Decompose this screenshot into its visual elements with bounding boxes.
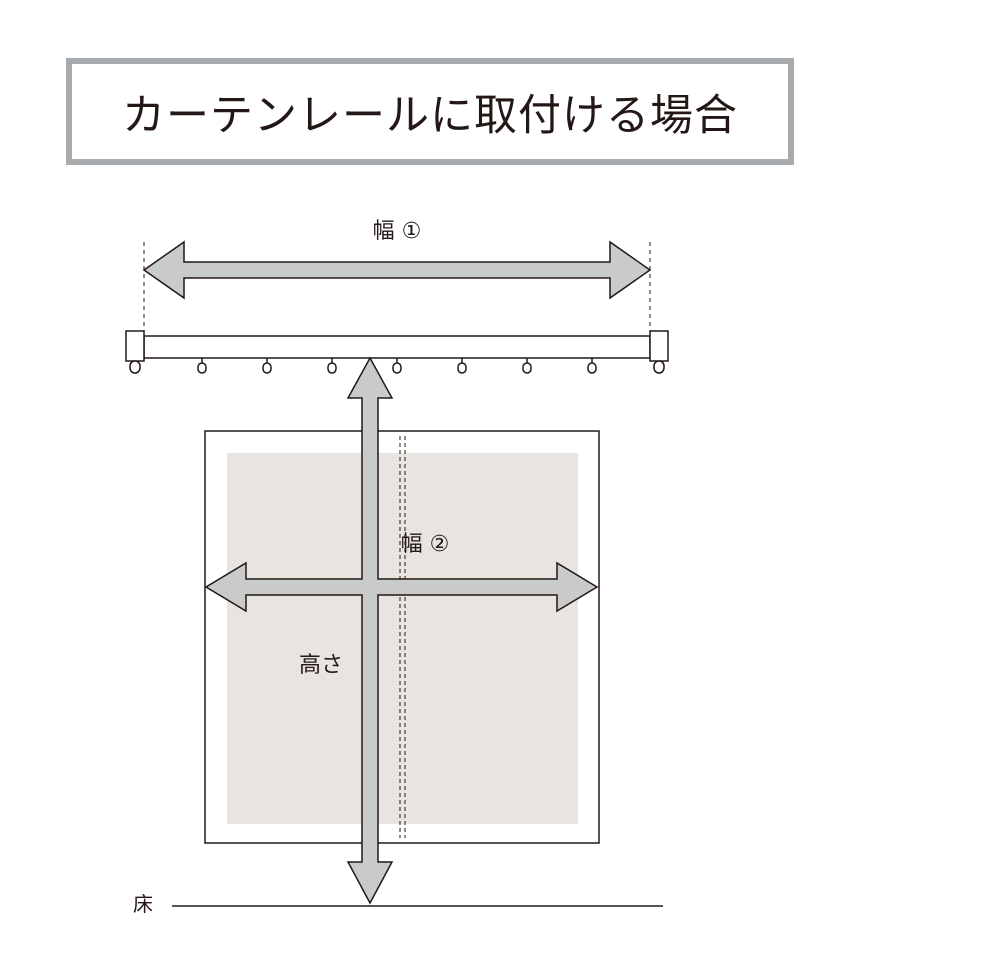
height-label: 高さ	[299, 653, 343, 678]
rail-end-cap-left	[125, 330, 145, 362]
rail-runners	[197, 358, 597, 374]
title-box: カーテンレールに取付ける場合	[66, 58, 794, 165]
rail-end-cap-right	[649, 330, 669, 362]
window-glass	[227, 453, 578, 824]
floor-label: 床	[133, 892, 153, 916]
curtain-rail	[125, 330, 669, 374]
rail-end-runner-right	[653, 360, 665, 374]
width1-arrow	[142, 240, 652, 300]
window	[204, 430, 600, 844]
rail-end-runner-left	[129, 360, 141, 374]
width2-label: 幅 ②	[401, 532, 450, 557]
diagram-title: カーテンレールに取付ける場合	[122, 90, 738, 141]
width1-label: 幅 ①	[373, 219, 422, 244]
height-width2-arrows	[204, 356, 599, 905]
